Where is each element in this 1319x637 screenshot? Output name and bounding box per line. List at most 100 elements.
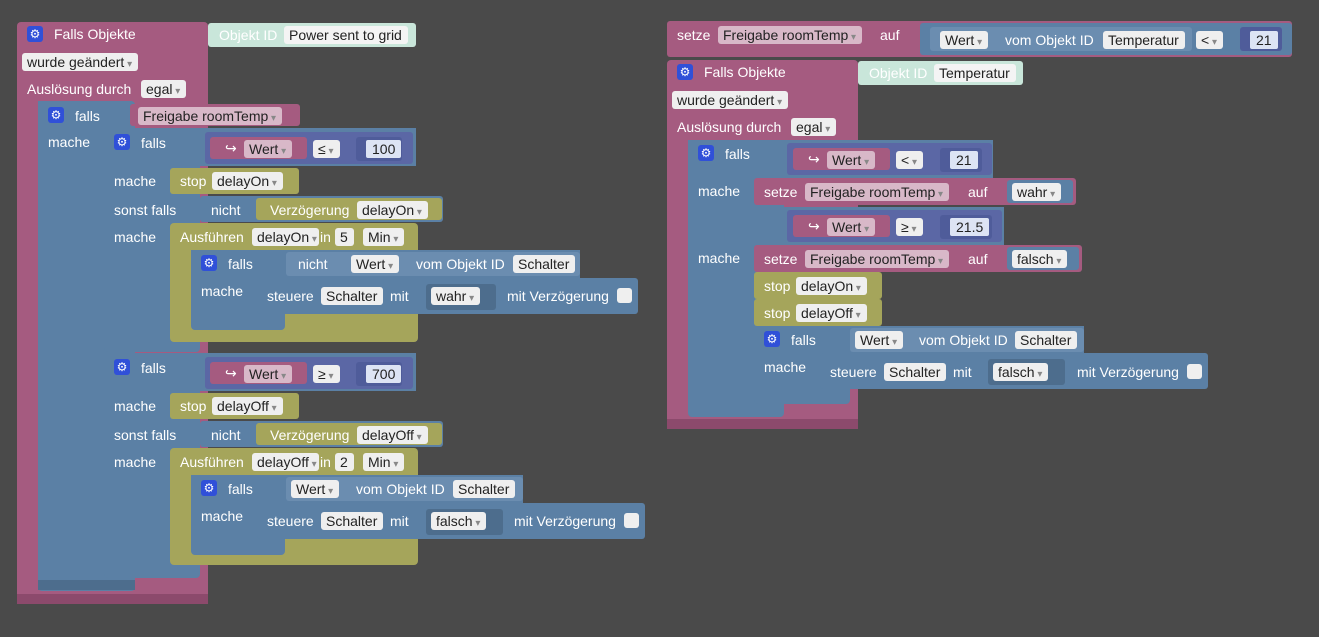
trigger-dropdown[interactable]: egal	[791, 118, 837, 136]
wert-dropdown[interactable]: Wert	[940, 31, 989, 49]
gear-icon[interactable]: ⚙	[114, 359, 130, 375]
wert-dropdown[interactable]: Wert	[855, 331, 904, 349]
gear-icon[interactable]: ⚙	[27, 26, 43, 42]
gear-icon[interactable]: ⚙	[114, 134, 130, 150]
object-id-field[interactable]: Schalter	[453, 480, 516, 498]
falls-label: falls	[75, 108, 100, 124]
operator-dropdown[interactable]: <	[896, 151, 923, 169]
target-field[interactable]: Schalter	[321, 512, 384, 530]
falls-label: falls	[791, 332, 816, 348]
ausfuehren-label: Ausführen	[180, 454, 244, 470]
variable-dropdown[interactable]: Freigabe roomTemp	[718, 26, 863, 44]
object-id-field[interactable]: Schalter	[1015, 331, 1078, 349]
variable-dropdown[interactable]: Freigabe roomTemp	[805, 183, 950, 201]
wert-dropdown[interactable]: Wert	[827, 151, 876, 169]
timer-dropdown[interactable]: delayOff	[357, 426, 428, 444]
value-dropdown[interactable]: falsch	[431, 512, 487, 530]
wert-dropdown[interactable]: Wert	[244, 140, 293, 158]
object-id-field[interactable]: Schalter	[513, 255, 576, 273]
timer-dropdown[interactable]: delayOn	[252, 228, 319, 246]
verzoegerung-label: Verzögerung	[270, 202, 350, 218]
timer-dropdown[interactable]: delayOn	[357, 201, 428, 219]
falls-label: falls	[228, 481, 253, 497]
stop-label: stop	[764, 305, 791, 321]
operator-dropdown[interactable]: ≤	[313, 140, 340, 158]
number-field[interactable]: 700	[366, 365, 402, 383]
object-id-field[interactable]: Temperatur	[1103, 31, 1185, 49]
mache-label: mache	[114, 173, 157, 189]
ausloesung-label: Auslösung durch	[677, 119, 782, 135]
return-arrow-icon: ↪	[225, 140, 237, 156]
nicht-label: nicht	[298, 256, 328, 272]
number-field[interactable]: 21.5	[950, 218, 990, 236]
value-dropdown[interactable]: wahr	[1012, 183, 1062, 201]
wert-dropdown[interactable]: Wert	[827, 218, 876, 236]
change-type-dropdown[interactable]: wurde geändert	[672, 91, 789, 109]
unit-dropdown[interactable]: Min	[363, 228, 405, 246]
condition-var-dropdown[interactable]: Freigabe roomTemp	[138, 107, 283, 125]
operator-dropdown[interactable]: <	[1196, 31, 1223, 49]
timer-dropdown[interactable]: delayOff	[796, 304, 867, 322]
delay-field[interactable]: 2	[335, 453, 354, 471]
mache-label: mache	[698, 250, 741, 266]
falls-label: falls	[725, 146, 750, 162]
timer-dropdown[interactable]: delayOff	[212, 397, 283, 415]
falls-label: falls	[228, 256, 253, 272]
variable-dropdown[interactable]: Freigabe roomTemp	[805, 250, 950, 268]
object-id-field[interactable]: Temperatur	[934, 64, 1016, 82]
in-label: in	[320, 454, 331, 470]
falls-objekte-label: Falls Objekte	[704, 64, 786, 80]
auf-label: auf	[968, 251, 988, 267]
value-dropdown[interactable]: falsch	[993, 363, 1049, 381]
number-field[interactable]: 21	[1250, 31, 1278, 49]
wert-dropdown[interactable]: Wert	[351, 255, 400, 273]
number-field[interactable]: 21	[950, 151, 978, 169]
object-id-field[interactable]: Power sent to grid	[284, 26, 408, 44]
vom-objekt-label: vom Objekt ID	[919, 332, 1008, 348]
gear-icon[interactable]: ⚙	[764, 331, 780, 347]
vom-objekt-label: vom Objekt ID	[416, 256, 505, 272]
operator-dropdown[interactable]: ≥	[313, 365, 340, 383]
target-field[interactable]: Schalter	[884, 363, 947, 381]
gear-icon[interactable]: ⚙	[677, 64, 693, 80]
object-id-label: Objekt ID	[869, 65, 928, 81]
nicht-label: nicht	[211, 202, 241, 218]
mit-verzoegerung-label: mit Verzögerung	[1077, 364, 1179, 380]
delay-checkbox[interactable]	[617, 288, 632, 303]
mache-label: mache	[48, 134, 91, 150]
wert-dropdown[interactable]: Wert	[244, 365, 293, 383]
sonst-falls-label: sonst falls	[114, 202, 177, 218]
mit-verzoegerung-label: mit Verzögerung	[507, 288, 609, 304]
vom-objekt-label: vom Objekt ID	[356, 481, 445, 497]
wert-dropdown[interactable]: Wert	[291, 480, 340, 498]
gear-icon[interactable]: ⚙	[698, 145, 714, 161]
mache-label: mache	[114, 398, 157, 414]
trigger-dropdown[interactable]: egal	[141, 80, 187, 98]
timer-dropdown[interactable]: delayOn	[212, 172, 283, 190]
delay-checkbox[interactable]	[1187, 364, 1202, 379]
unit-dropdown[interactable]: Min	[363, 453, 405, 471]
number-field[interactable]: 100	[366, 140, 402, 158]
steuere-label: steuere	[830, 364, 877, 380]
gear-icon[interactable]: ⚙	[201, 480, 217, 496]
return-arrow-icon: ↪	[225, 365, 237, 381]
value-dropdown[interactable]: falsch	[1012, 250, 1068, 268]
gear-icon[interactable]: ⚙	[48, 107, 64, 123]
target-field[interactable]: Schalter	[321, 287, 384, 305]
gear-icon[interactable]: ⚙	[201, 255, 217, 271]
ausloesung-label: Auslösung durch	[27, 81, 132, 97]
steuere-label: steuere	[267, 288, 314, 304]
delay-checkbox[interactable]	[624, 513, 639, 528]
ausfuehren-label: Ausführen	[180, 229, 244, 245]
mache-label: mache	[114, 229, 157, 245]
nicht-label: nicht	[211, 427, 241, 443]
falls-label: falls	[141, 135, 166, 151]
delay-field[interactable]: 5	[335, 228, 354, 246]
value-dropdown[interactable]: wahr	[431, 287, 481, 305]
vom-objekt-label: vom Objekt ID	[1005, 32, 1094, 48]
timer-dropdown[interactable]: delayOff	[252, 453, 319, 471]
mache-label: mache	[764, 359, 807, 375]
change-type-dropdown[interactable]: wurde geändert	[22, 53, 139, 71]
operator-dropdown[interactable]: ≥	[896, 218, 923, 236]
timer-dropdown[interactable]: delayOn	[796, 277, 867, 295]
